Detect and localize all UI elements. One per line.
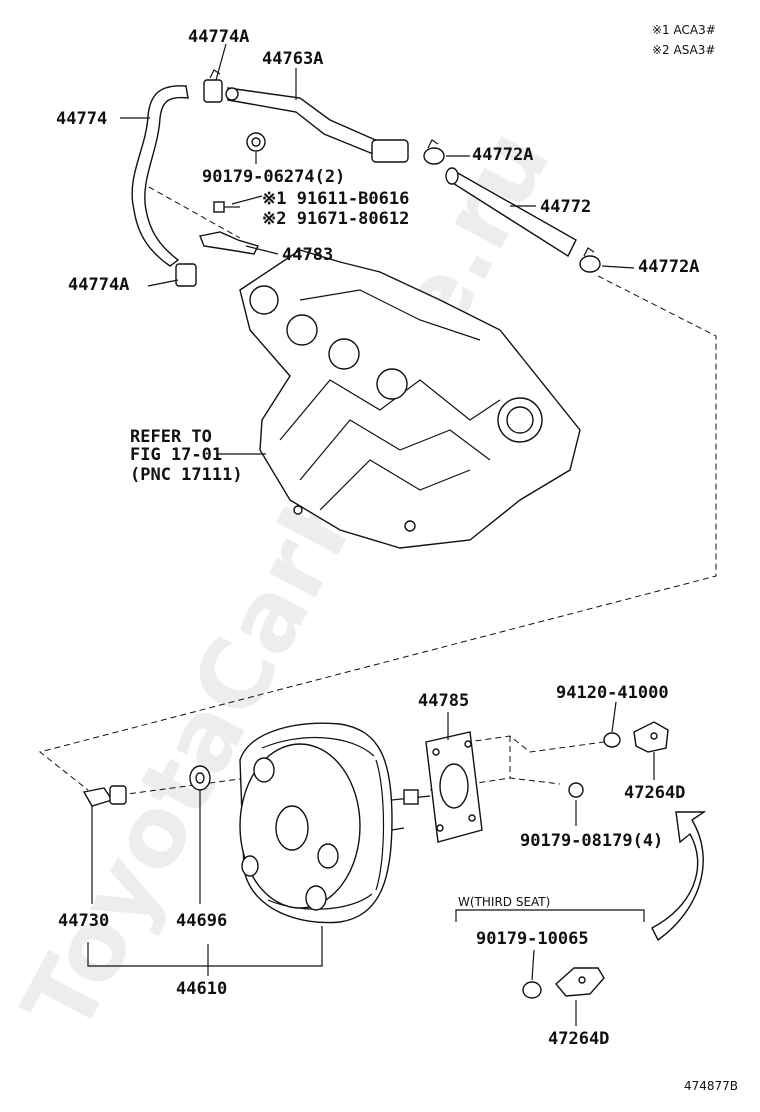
label-44774a-top: 44774A	[188, 27, 249, 47]
label-44783: 44783	[282, 245, 333, 265]
intake-manifold	[239, 249, 581, 549]
label-44730: 44730	[58, 911, 109, 931]
leader-lines	[87, 43, 655, 1026]
label-44696: 44696	[176, 911, 227, 931]
gasket-44785[interactable]	[425, 731, 483, 843]
label-90179-10065: 90179-10065	[476, 929, 589, 949]
label-47264d-top: 47264D	[624, 783, 685, 803]
hose-44772[interactable]	[445, 167, 577, 258]
nut-94120-41000[interactable]	[603, 732, 621, 748]
label-90179-06274: 90179-06274(2)	[202, 167, 345, 187]
note-asa3: ※2 ASA3#	[652, 43, 715, 57]
label-44772a-bottom: 44772A	[638, 257, 699, 277]
label-44785: 44785	[418, 691, 469, 711]
curved-arrow-icon	[651, 811, 707, 942]
check-valve-44730[interactable]	[82, 785, 127, 807]
part-labels: ※1 ACA3# ※2 ASA3# 44774A 44763A 44774 90…	[56, 23, 738, 1093]
note-aca3: ※1 ACA3#	[652, 23, 716, 37]
label-91611: ※1 91611-B0616	[262, 189, 409, 209]
label-47264d-bottom: 47264D	[548, 1029, 609, 1049]
label-44774: 44774	[56, 109, 107, 129]
label-third-seat: W(THIRD SEAT)	[458, 895, 550, 909]
label-44772a-top: 44772A	[472, 145, 533, 165]
label-94120-41000: 94120-41000	[556, 683, 669, 703]
label-44763a: 44763A	[262, 49, 323, 69]
nut-90179-10065[interactable]	[522, 981, 542, 999]
nut-90179-08179[interactable]	[568, 782, 584, 798]
clip-44772a-bottom[interactable]	[579, 247, 601, 273]
clip-44774a-top[interactable]	[203, 69, 223, 103]
label-44772: 44772	[540, 197, 591, 217]
diagram-code: 474877B	[684, 1079, 738, 1093]
refer-line-1: REFER TO	[130, 427, 212, 447]
hose-44763a[interactable]	[225, 87, 409, 163]
clip-44774a-bottom[interactable]	[175, 263, 197, 287]
bracket-47264d-top[interactable]	[633, 721, 669, 753]
label-44610: 44610	[176, 979, 227, 999]
label-44774a-bottom: 44774A	[68, 275, 129, 295]
bracket-47264d-bottom[interactable]	[555, 967, 605, 997]
clip-44772a-top[interactable]	[423, 139, 445, 165]
third-seat-bracket	[455, 909, 645, 922]
brake-booster-44610	[239, 722, 431, 924]
label-90179-08179: 90179-08179(4)	[520, 831, 663, 851]
label-91671: ※2 91671-80612	[262, 209, 409, 229]
hose-44774[interactable]	[131, 85, 189, 267]
screw-91611[interactable]	[213, 201, 240, 213]
refer-line-3: (PNC 17111)	[130, 465, 243, 485]
bracket-44783[interactable]	[199, 231, 259, 255]
refer-line-2: FIG 17-01	[130, 445, 222, 465]
grommet-44696[interactable]	[189, 765, 211, 791]
nut-90179-06274[interactable]	[246, 132, 266, 152]
